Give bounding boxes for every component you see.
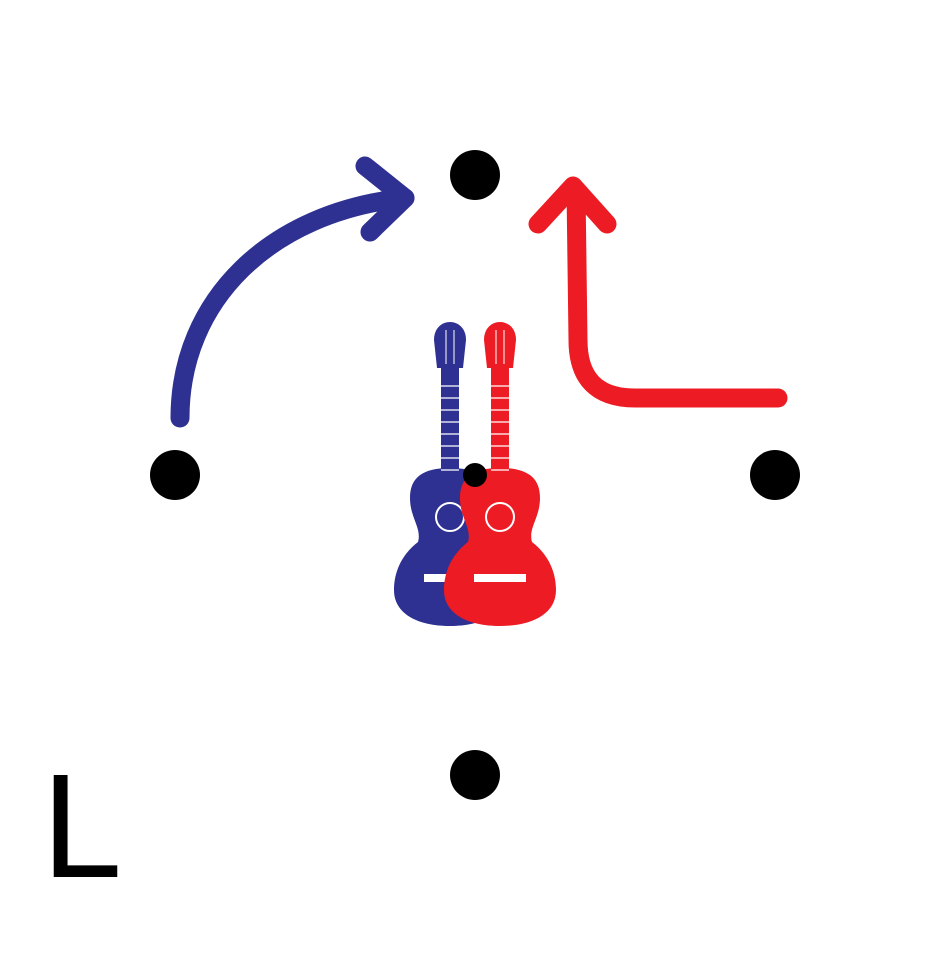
position-dot-right — [750, 450, 800, 500]
guitar-frets — [441, 330, 459, 471]
red-arrow-head — [528, 176, 617, 234]
guitar-soundhole — [485, 502, 515, 532]
position-dot-center — [463, 463, 487, 487]
red-arrow — [528, 176, 788, 408]
guitar-frets — [491, 330, 509, 471]
guitar-headstock — [434, 322, 466, 368]
corner-letter: L — [40, 748, 118, 911]
position-dot-top — [450, 150, 500, 200]
guitar-headstock — [484, 322, 516, 368]
blue-arrow — [170, 156, 415, 428]
guitar-icon — [444, 322, 556, 626]
blue-arrow-head — [355, 156, 415, 242]
guitar-neck — [441, 364, 459, 482]
guitar-neck — [491, 364, 509, 482]
position-dot-left — [150, 450, 200, 500]
blue-arrow-shaft — [170, 188, 415, 428]
red-arrow-shaft — [566, 180, 788, 408]
guitar-bridge — [474, 574, 526, 582]
guitar-body — [444, 468, 556, 626]
position-dot-bottom — [450, 750, 500, 800]
